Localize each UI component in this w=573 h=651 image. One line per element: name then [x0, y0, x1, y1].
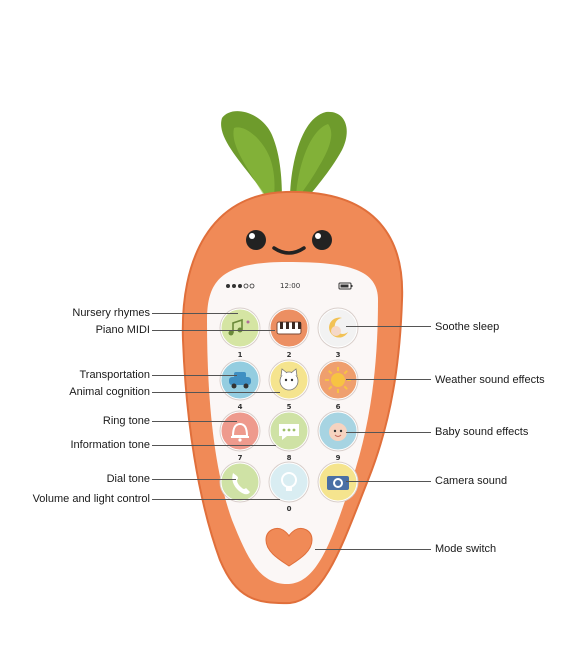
piano-keys-icon — [276, 321, 302, 335]
label-information-tone: Information tone — [70, 439, 151, 451]
key-number: 3 — [335, 351, 341, 359]
leader-line — [152, 330, 275, 331]
label-volume-light-control: Volume and light control — [32, 493, 150, 505]
cat-icon — [279, 368, 299, 391]
chat-bubble-icon — [279, 424, 299, 440]
label-animal-cognition: Animal cognition — [69, 386, 150, 398]
label-camera-sound: Camera sound — [435, 475, 508, 487]
leader-line — [346, 379, 431, 380]
leader-line — [152, 392, 280, 393]
key-button[interactable] — [317, 307, 359, 349]
label-soothe-sleep: Soothe sleep — [435, 321, 500, 333]
label-dial-tone: Dial tone — [106, 473, 150, 485]
label-mode-switch: Mode switch — [435, 543, 497, 555]
key-number: 0 — [286, 505, 292, 513]
key-number: 1 — [237, 351, 243, 359]
key-number: 9 — [335, 454, 341, 462]
carrot-face — [246, 230, 332, 255]
carrot-leaves — [221, 111, 347, 202]
leader-line — [152, 375, 237, 376]
key-button[interactable] — [219, 359, 261, 401]
label-nursery-rhymes: Nursery rhymes — [72, 307, 150, 319]
key-number: 6 — [335, 403, 341, 411]
baby-face-icon — [329, 423, 347, 441]
label-weather-sound-effects: Weather sound effects — [435, 374, 545, 386]
car-icon — [229, 372, 251, 389]
leader-line — [152, 445, 276, 446]
status-time: 12:00 — [280, 282, 301, 290]
label-ring-tone: Ring tone — [102, 415, 150, 427]
moon-icon — [329, 317, 348, 338]
leader-line — [152, 313, 238, 314]
phone-icon — [232, 473, 250, 495]
key-button[interactable] — [268, 410, 310, 452]
label-baby-sound-effects: Baby sound effects — [435, 426, 529, 438]
leader-line — [315, 549, 431, 550]
key-button[interactable] — [268, 461, 310, 503]
label-transportation: Transportation — [79, 369, 150, 381]
lightbulb-icon — [281, 472, 297, 491]
key-button[interactable] — [268, 359, 310, 401]
key-button[interactable] — [317, 410, 359, 452]
leader-line — [152, 479, 236, 480]
leader-line — [152, 499, 280, 500]
mode-switch-heart-button[interactable] — [265, 527, 313, 567]
key-button[interactable] — [317, 359, 359, 401]
keypad — [219, 307, 359, 503]
key-number: 8 — [286, 454, 292, 462]
signal-dots — [226, 283, 255, 289]
key-button[interactable] — [317, 461, 359, 503]
key-number: 7 — [237, 454, 243, 462]
battery-icon — [338, 282, 353, 290]
camera-icon — [327, 476, 349, 490]
key-button[interactable] — [219, 307, 261, 349]
leader-line — [346, 481, 431, 482]
key-number: 5 — [286, 403, 292, 411]
key-button[interactable] — [219, 461, 261, 503]
key-number: 4 — [237, 403, 243, 411]
bell-icon — [231, 422, 249, 442]
leader-line — [346, 432, 431, 433]
label-piano-midi: Piano MIDI — [95, 324, 150, 336]
leader-line — [346, 326, 431, 327]
sun-icon — [325, 367, 351, 393]
key-button[interactable] — [268, 307, 310, 349]
key-number: 2 — [286, 351, 292, 359]
leader-line — [152, 421, 237, 422]
